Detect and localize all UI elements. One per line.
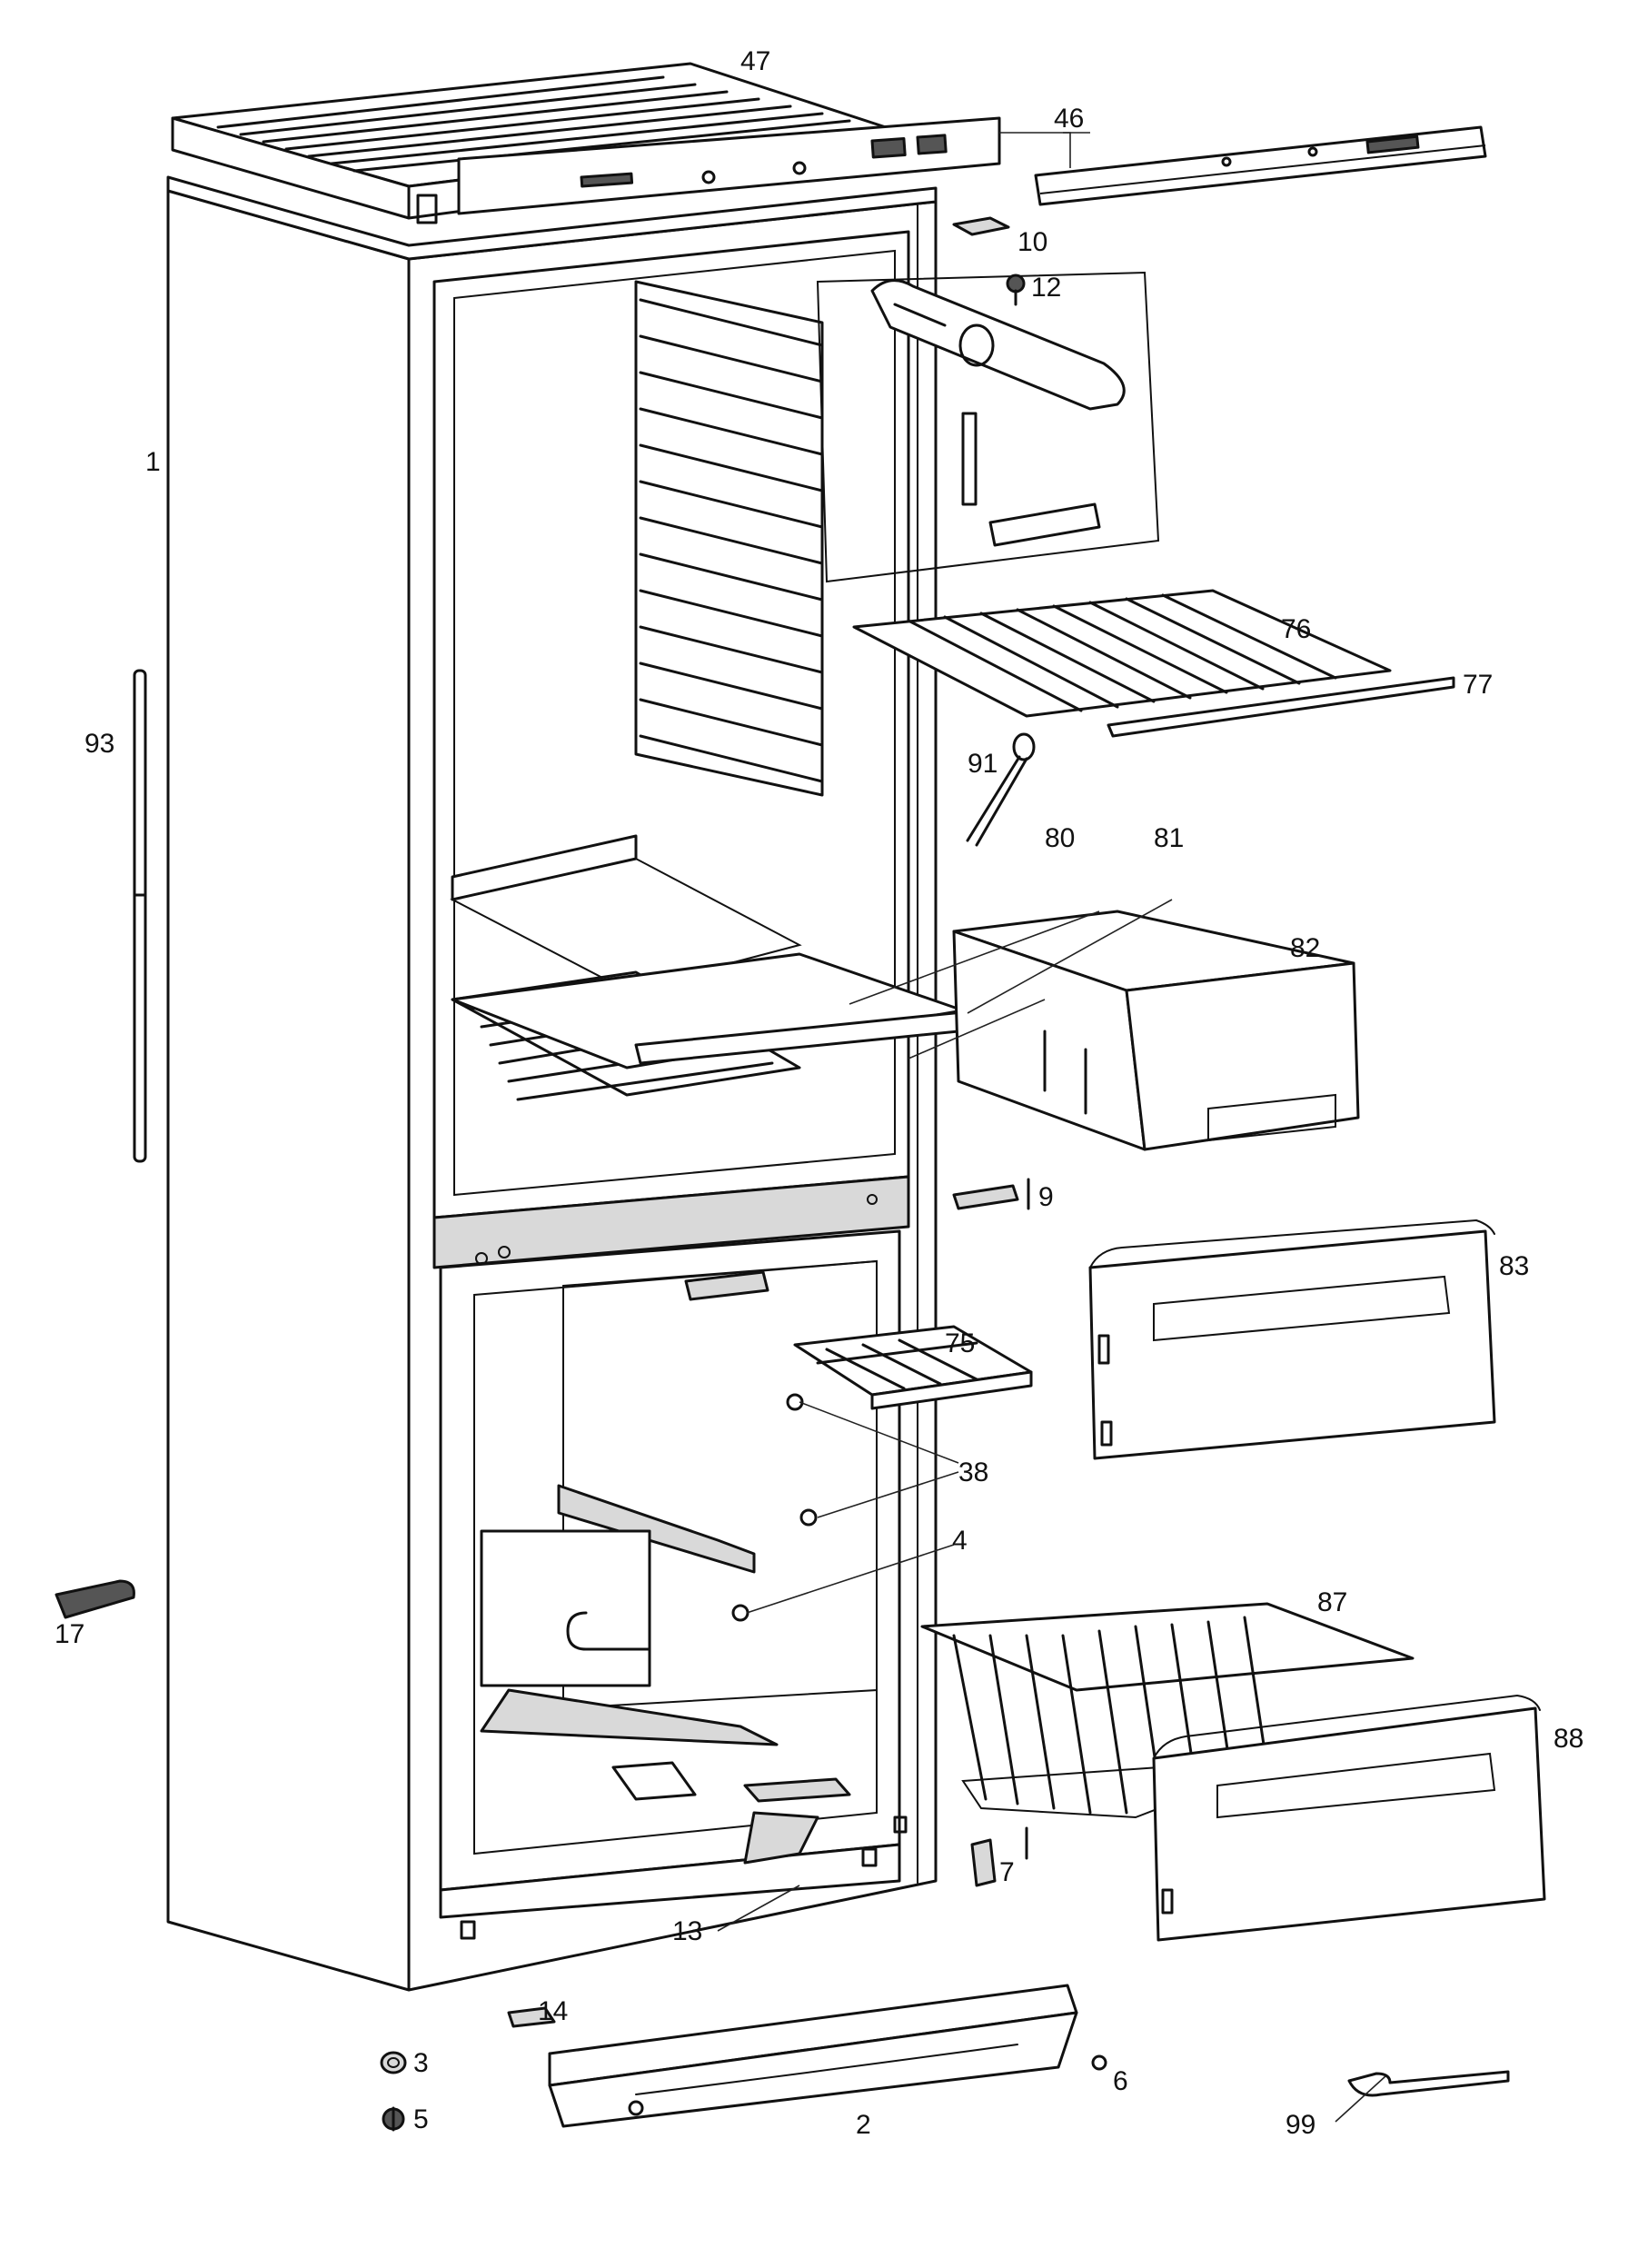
water-drain-clip [1347,2070,1510,2097]
lower-hinge [970,1826,1028,1887]
freezer-flap [1088,1219,1496,1460]
callout-81: 81 [1154,823,1184,853]
callout-7: 7 [999,1857,1015,1887]
leader-lines [717,132,1386,2123]
callout-47: 47 [740,46,770,76]
callout-12: 12 [1031,273,1061,303]
callout-2: 2 [856,2110,871,2140]
callout-17: 17 [55,1619,84,1649]
control-strip-detached [1034,125,1487,206]
wire-shelf [852,589,1455,738]
callout-82: 82 [1290,933,1320,963]
callout-87: 87 [1317,1587,1347,1617]
callout-76: 76 [1281,614,1311,644]
callout-4: 4 [952,1526,968,1556]
callout-77: 77 [1463,670,1493,700]
small-fasteners [380,2051,1107,2132]
callout-88: 88 [1554,1724,1583,1754]
door-handle-strip [133,669,147,1163]
callout-labels: 1 2 3 4 5 6 7 9 10 12 13 14 17 38 46 47 … [55,46,1583,2140]
callout-1: 1 [145,447,161,477]
callout-5: 5 [413,2104,429,2134]
middle-hinge [952,1178,1030,1210]
callout-3: 3 [413,2048,429,2078]
callout-10: 10 [1018,227,1047,257]
leveling-foot-part [55,1579,135,1619]
control-panel-front [457,116,1001,215]
callout-46: 46 [1054,104,1084,134]
callout-9: 9 [1038,1182,1054,1212]
ice-tray [793,1325,1033,1410]
callout-83: 83 [1499,1251,1529,1281]
plinth-cover [548,1984,1078,2128]
callout-99: 99 [1286,2110,1315,2140]
callout-75: 75 [945,1328,975,1358]
top-hinge-bracket [952,216,1026,306]
evaporator-plate [634,280,824,797]
callout-91: 91 [968,749,998,779]
crisper-drawer [952,910,1360,1151]
freezer-interior [480,1270,851,1865]
callout-13: 13 [672,1916,702,1946]
thermostat-lamp-assembly [816,271,1160,583]
callout-38: 38 [958,1457,988,1487]
callout-93: 93 [84,729,114,759]
callout-14: 14 [538,1996,568,2026]
freezer-drawer-front [1152,1694,1546,1942]
callout-80: 80 [1045,823,1075,853]
callout-6: 6 [1113,2066,1128,2096]
door-stop-bracket [966,732,1036,847]
spacer-clip [507,2006,556,2028]
